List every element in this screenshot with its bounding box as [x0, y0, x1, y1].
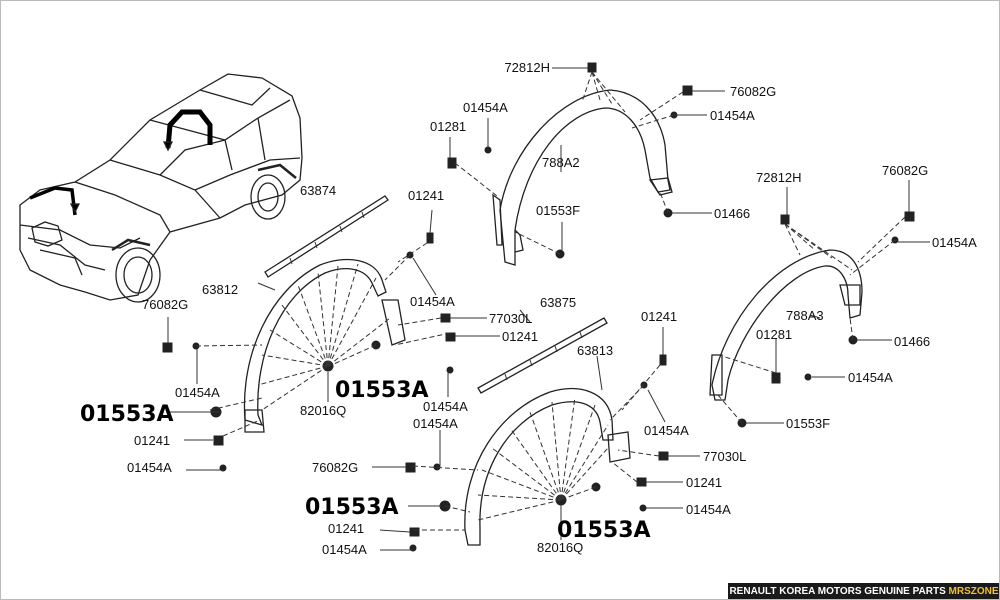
clip-01241-lower-low [409, 527, 420, 537]
label-01241-lower-low: 01241 [328, 521, 364, 536]
label-01281-right: 01281 [756, 327, 792, 342]
label-01553F-right: 01553F [786, 416, 830, 431]
leader-lines-arches [454, 71, 906, 424]
label-76082G-left: 76082G [142, 297, 188, 312]
clip-01241-left-top [426, 232, 434, 244]
wheel-arch-moulding-63813 [464, 388, 631, 546]
label-788A3: 788A3 [786, 308, 824, 323]
wheel-arch-liner-788A2 [492, 89, 673, 266]
label-01241-upper: 01241 [408, 188, 444, 203]
part-number-labels: 72812H 76082G 01454A 01454A 01281 788A2 … [80, 60, 977, 557]
label-01454A-right-top: 01454A [932, 235, 977, 250]
label-63874: 63874 [300, 183, 336, 198]
label-77030L-left: 77030L [489, 311, 532, 326]
label-01241-lower-mid: 01241 [686, 475, 722, 490]
wheel-arch-liner-788A3 [709, 249, 863, 401]
label-01454A-lower-mid: 01454A [413, 416, 458, 431]
clip-76082G-left [162, 342, 173, 353]
clip-01281-upper [447, 157, 457, 169]
label-01454A-left-top: 01454A [410, 294, 455, 309]
leader-fan-lower [412, 364, 661, 531]
label-01241-left-mid: 01241 [502, 329, 538, 344]
clip-01454A-left-lower [446, 366, 454, 374]
fastener-clips [162, 62, 915, 552]
label-01466-upper: 01466 [714, 206, 750, 221]
clip-72812H-upper [587, 62, 597, 73]
label-77030L-lower: 77030L [703, 449, 746, 464]
label-01454A-lower-top: 01454A [644, 423, 689, 438]
label-76082G-lower: 76082G [312, 460, 358, 475]
label-72812H-right: 72812H [756, 170, 802, 185]
label-01454A-lower-low: 01454A [322, 542, 367, 557]
vehicle-illustration [19, 73, 303, 303]
clip-01454A-lower-right [639, 504, 647, 512]
footer-banner: RENAULT KOREA MOTORS GENUINE PARTS MRSZO… [728, 583, 1000, 600]
label-01553A-lower-b: 01553A [305, 495, 399, 520]
sill-moulding-strip-63874 [264, 195, 389, 278]
clip-76082G-right [904, 211, 915, 222]
clip-77030L-left [440, 313, 451, 323]
label-82016Q-left: 82016Q [300, 403, 346, 418]
clip-76082G-lower [405, 462, 416, 473]
label-76082G-right: 76082G [882, 163, 928, 178]
label-01454A-lower-right: 01454A [686, 502, 731, 517]
solid-leaders [167, 67, 930, 551]
clip-01281-right [771, 372, 781, 384]
label-01454A-left-mid: 01454A [175, 385, 220, 400]
wheel-arch-moulding-63812 [243, 258, 406, 433]
label-01454A-upper-right: 01454A [710, 108, 755, 123]
clip-77030L-lower [658, 451, 669, 461]
clip-72812H-right [780, 214, 790, 225]
label-01553A-left-a: 01553A [335, 378, 429, 403]
label-63813: 63813 [577, 343, 613, 358]
label-01454A-upper-left: 01454A [463, 100, 508, 115]
label-63812: 63812 [202, 282, 238, 297]
clip-01241-lower-top [659, 354, 667, 366]
label-01466-right: 01466 [894, 334, 930, 349]
label-01553A-left-b: 01553A [80, 402, 174, 427]
label-01241-lower-top: 01241 [641, 309, 677, 324]
label-01454A-right-mid: 01454A [848, 370, 893, 385]
label-01553F-upper: 01553F [536, 203, 580, 218]
label-01454A-left-low: 01454A [127, 460, 172, 475]
label-63875: 63875 [540, 295, 576, 310]
clip-01454A-right-mid [804, 373, 812, 381]
clip-01241-lower-mid [636, 477, 647, 487]
label-01553A-lower-c: 01553A [557, 518, 651, 543]
leader-fan-left [195, 242, 451, 437]
label-01281-upper: 01281 [430, 119, 466, 134]
clip-01241-left-mid [445, 332, 456, 342]
sill-moulding-strip-63875 [477, 317, 608, 394]
label-82016Q-lower: 82016Q [537, 540, 583, 555]
footer-text: RENAULT KOREA MOTORS GENUINE PARTS [729, 586, 949, 597]
footer-brand: MRSZONE [948, 586, 999, 597]
clip-01241-left-low [213, 435, 224, 446]
clip-76082G-upper [682, 85, 693, 96]
label-01454A-left-lower: 01454A [423, 399, 468, 414]
label-788A2: 788A2 [542, 155, 580, 170]
label-76082G-upper: 76082G [730, 84, 776, 99]
label-72812H-upper: 72812H [504, 60, 550, 75]
label-01241-left-low: 01241 [134, 433, 170, 448]
